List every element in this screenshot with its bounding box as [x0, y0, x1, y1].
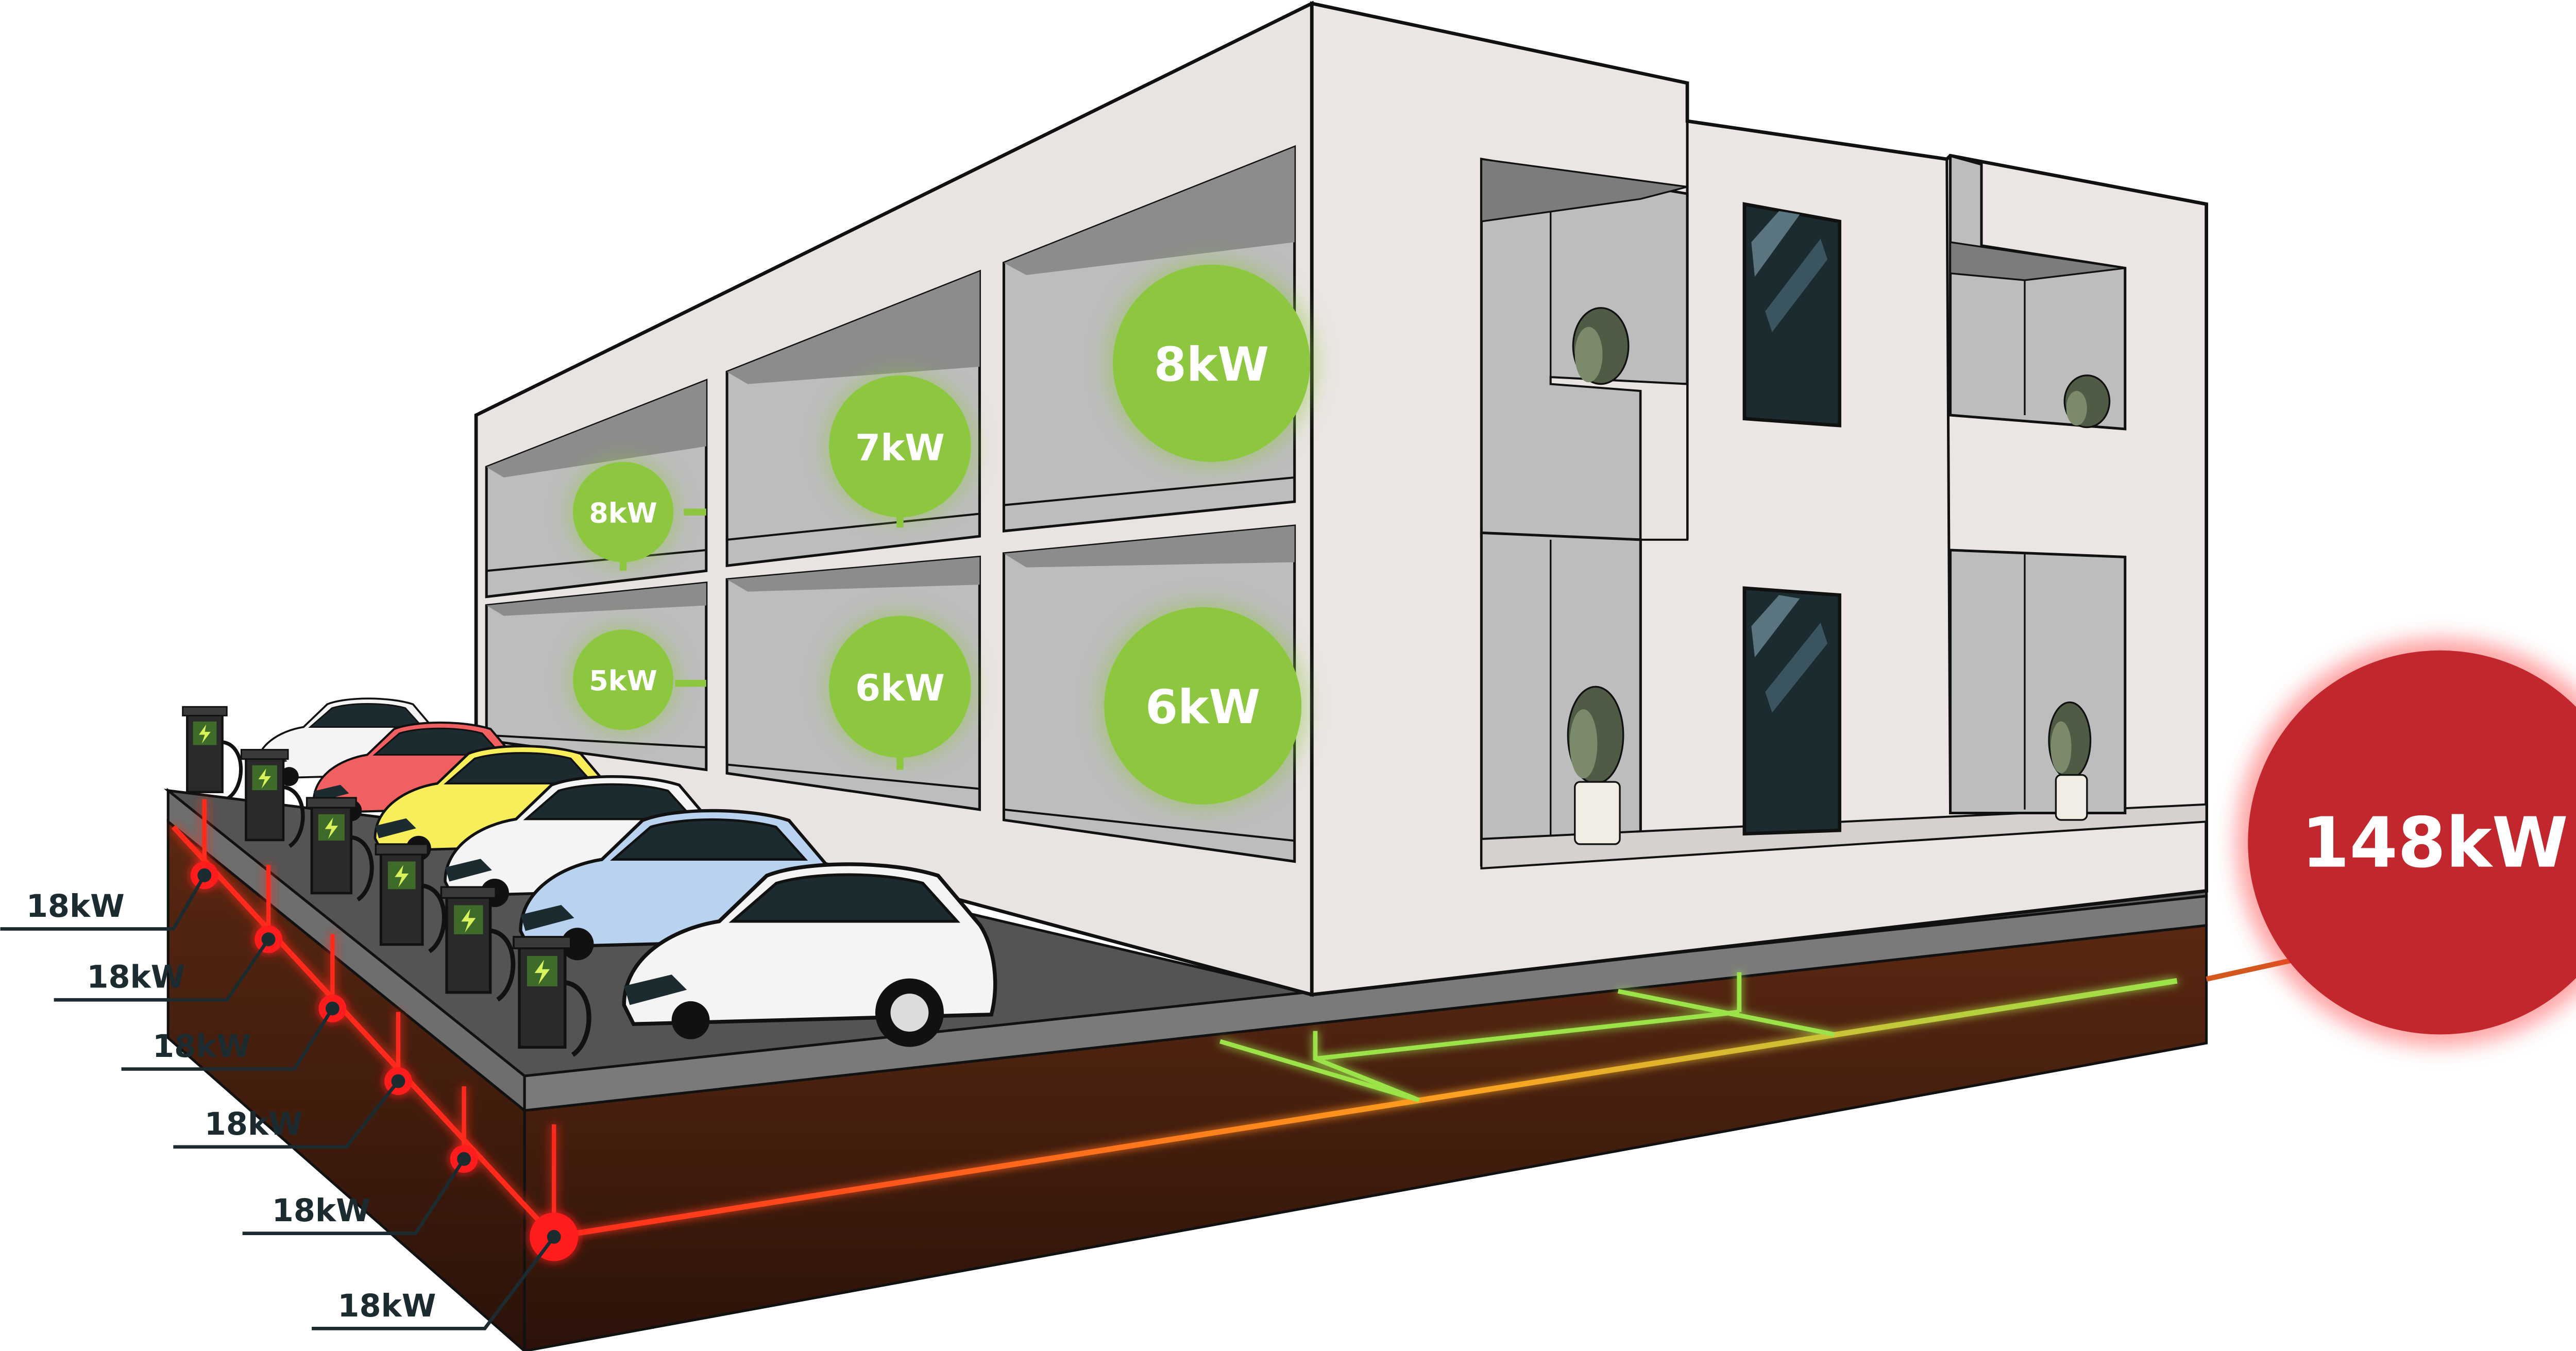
- lightning-bolt-icon: [199, 724, 211, 744]
- charger-power-label: 18kW: [205, 1106, 303, 1142]
- charger-power-label: 18kW: [337, 1288, 436, 1324]
- room-power-label: 5kW: [589, 664, 657, 697]
- room-power-label: 7kW: [855, 426, 945, 469]
- lightning-bolt-icon: [258, 768, 271, 789]
- charger-power-callout: 18kW: [0, 868, 212, 931]
- potted-plant-icon: [1572, 307, 1630, 385]
- potted-plant-icon: [1567, 686, 1624, 845]
- total-power-bubble: 148kW: [2235, 638, 2576, 1047]
- potted-plant-icon: [2063, 374, 2111, 429]
- potted-plant-icon: [2048, 701, 2092, 821]
- room-power-bubble: 6kW: [825, 612, 975, 770]
- room-power-label: 6kW: [855, 667, 945, 709]
- charger-power-callout: 18kW: [173, 1074, 405, 1149]
- charger-power-label: 18kW: [152, 1029, 251, 1065]
- lightning-bolt-icon: [461, 909, 476, 933]
- charger-power-callout: 18kW: [312, 1229, 561, 1330]
- charger-power-callout: 18kW: [121, 1001, 340, 1071]
- room-power-bubble: 8kW: [1107, 259, 1315, 467]
- room-power-label: 8kW: [1154, 338, 1269, 392]
- room-power-bubble: 6kW: [1099, 602, 1307, 810]
- ev-charger-icon: [375, 843, 447, 953]
- ev-charger-icon: [306, 797, 374, 902]
- total-power-label: 148kW: [2301, 802, 2568, 883]
- ev-charger-icon: [182, 706, 243, 800]
- room-power-label: 6kW: [1145, 680, 1260, 734]
- ev-charger-icon: [440, 886, 516, 1002]
- building-power-cables: [553, 972, 2178, 1240]
- room-power-bubble: 5kW: [569, 626, 706, 734]
- ev-charger-icon: [240, 749, 305, 848]
- room-power-bubble: 8kW: [569, 458, 706, 571]
- lightning-bolt-icon: [325, 817, 338, 839]
- ev-charger-icon: [513, 936, 591, 1057]
- charger-power-callout: 18kW: [54, 932, 276, 1002]
- charger-power-label: 18kW: [87, 960, 185, 996]
- lightning-bolt-icon: [534, 960, 550, 985]
- charger-power-labels: 18kW 18kW 18kW 18kW 18kW 18kW: [0, 868, 561, 1330]
- charger-power-label: 18kW: [272, 1193, 370, 1229]
- room-power-bubble: 7kW: [825, 372, 975, 528]
- lightning-bolt-icon: [395, 865, 409, 887]
- charger-power-callout: 18kW: [242, 1152, 471, 1235]
- room-power-bubbles: 8kW 7kW 8kW 5kW 6kW 6kW: [569, 259, 1315, 810]
- parking-row: [182, 697, 997, 1057]
- electric-car-icon: [622, 862, 997, 1047]
- room-power-label: 8kW: [589, 497, 657, 529]
- charger-power-label: 18kW: [26, 888, 125, 925]
- ev-power-cables: [171, 799, 579, 1261]
